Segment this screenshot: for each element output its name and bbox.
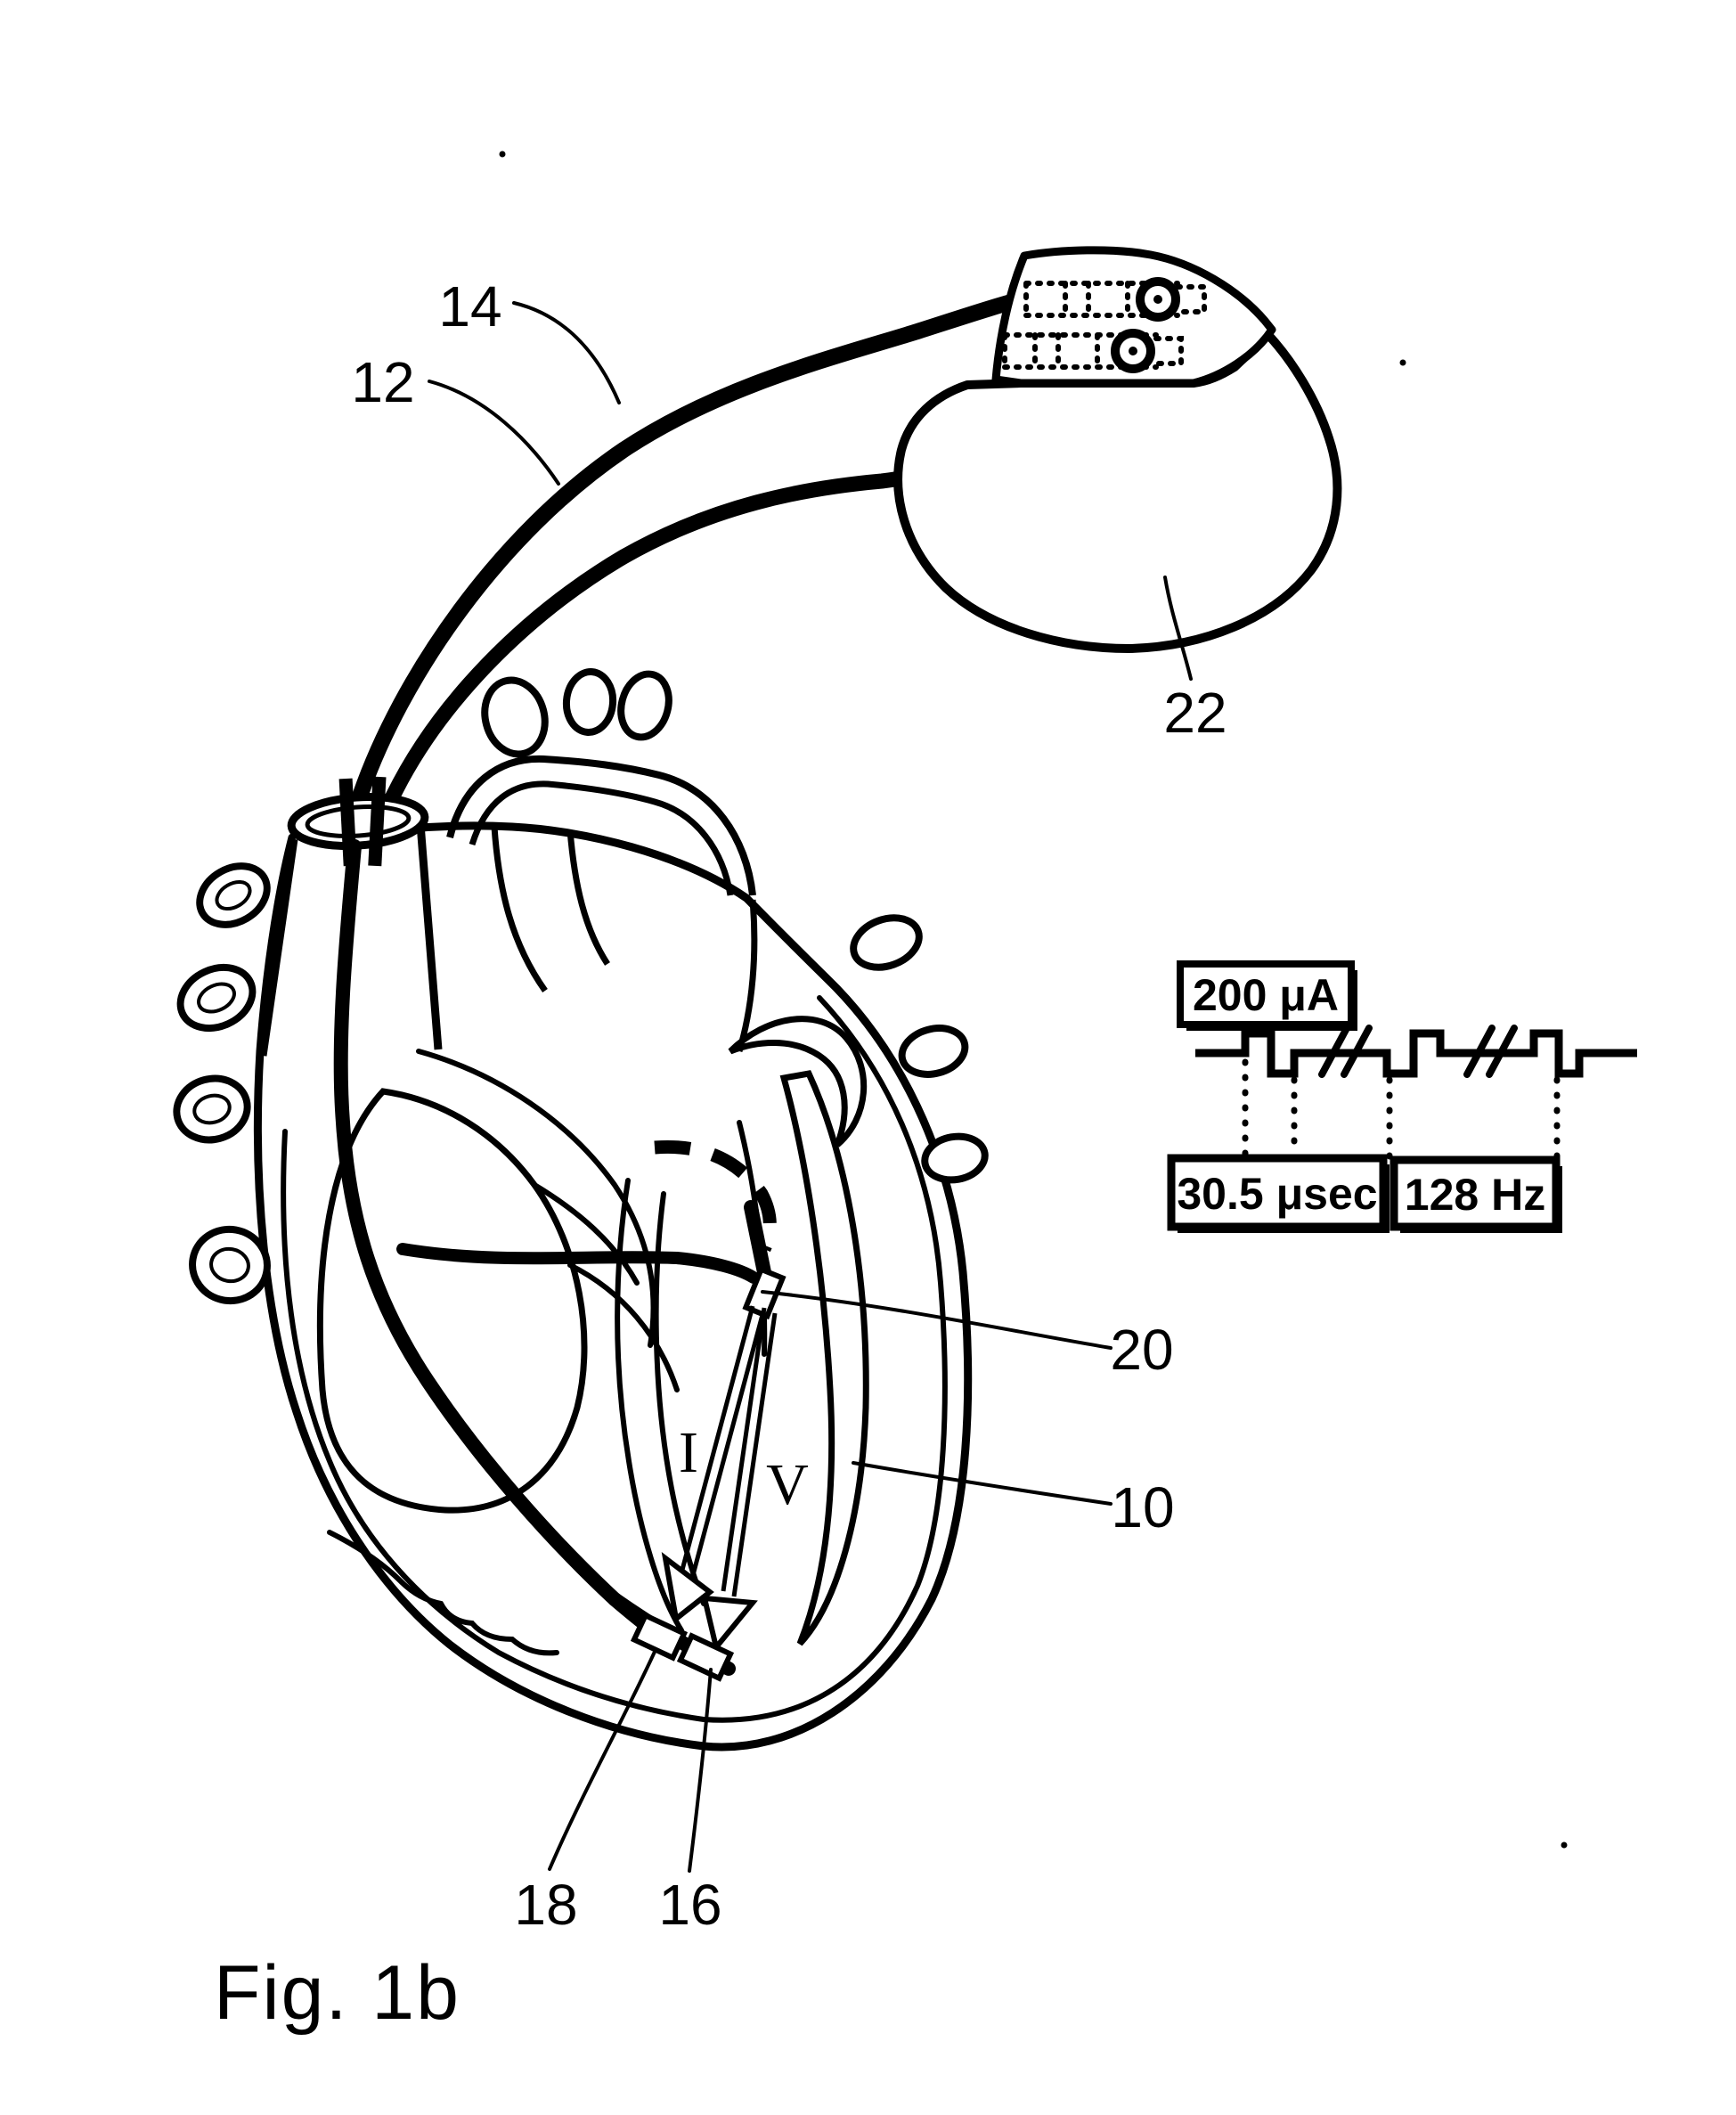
aortic-arch-outer bbox=[446, 755, 756, 896]
lead-in-heart bbox=[333, 839, 656, 1634]
electrode-16-tip bbox=[676, 1632, 735, 1682]
heart: I V bbox=[173, 668, 989, 1752]
arch-branch-2 bbox=[562, 668, 617, 736]
ventricle-leaf bbox=[779, 1070, 869, 1646]
leader-lines bbox=[428, 301, 1193, 1873]
right-pulmonary-veins bbox=[850, 914, 989, 1184]
aortic-arch-inner bbox=[469, 780, 734, 896]
valve-line-2 bbox=[532, 1182, 640, 1286]
leader-14 bbox=[512, 301, 621, 404]
leader-12 bbox=[428, 380, 560, 486]
leader-18 bbox=[548, 1650, 656, 1871]
great-vessels bbox=[446, 668, 758, 1053]
appendage-curl bbox=[728, 1016, 868, 1147]
pacemaker-device bbox=[893, 246, 1342, 653]
frequency-label: 128 Hz bbox=[1405, 1170, 1545, 1220]
lead-branch-20 bbox=[396, 1243, 760, 1284]
pulmonary-trunk-line-1 bbox=[491, 826, 548, 993]
lead-14-body bbox=[352, 290, 1036, 804]
inner-wall-contour bbox=[281, 995, 948, 1723]
septal-leaf-2 bbox=[653, 1191, 706, 1606]
pacemaker-can bbox=[893, 331, 1342, 653]
label-14: 14 bbox=[438, 274, 501, 339]
dashed-arc bbox=[654, 1139, 777, 1253]
heart-interior-lines bbox=[281, 995, 948, 1723]
reference-numerals: 14 12 22 20 10 18 16 bbox=[351, 274, 1227, 1937]
lead-bar-right bbox=[368, 776, 387, 867]
label-18: 18 bbox=[514, 1873, 577, 1937]
connector-channel-lower bbox=[1002, 332, 1184, 370]
valve-line-1 bbox=[567, 1262, 680, 1392]
label-10: 10 bbox=[1111, 1475, 1174, 1539]
atrial-boundary bbox=[416, 1049, 656, 1348]
leader-16 bbox=[688, 1668, 713, 1873]
leader-22 bbox=[1163, 576, 1193, 681]
arrow-1-shaft bbox=[680, 1305, 766, 1576]
label-12: 12 bbox=[351, 350, 414, 414]
stray-ink-dots bbox=[499, 151, 1568, 1849]
axis-break-marks bbox=[1318, 1025, 1518, 1078]
pulse-width-box: 30.5 μsec bbox=[1167, 1154, 1390, 1233]
label-16: 16 bbox=[658, 1873, 721, 1937]
measurement-dotted-lines bbox=[1242, 1058, 1561, 1160]
arch-branch-3 bbox=[617, 670, 672, 741]
pulmonary-trunk-line-2 bbox=[566, 829, 610, 966]
leader-20 bbox=[761, 1290, 1113, 1350]
pulse-width-label: 30.5 μsec bbox=[1177, 1169, 1377, 1219]
frequency-box: 128 Hz bbox=[1390, 1155, 1562, 1233]
arrow-2-shaft bbox=[721, 1307, 778, 1597]
svc-rim-inner bbox=[305, 804, 412, 838]
amplitude-box: 200 μA bbox=[1177, 960, 1357, 1031]
amplitude-label: 200 μA bbox=[1193, 970, 1339, 1020]
arrow-2-head bbox=[701, 1595, 758, 1654]
trabeculae-zigzag bbox=[327, 1530, 559, 1656]
apex-electrode-assembly bbox=[630, 1612, 735, 1682]
pulse-train bbox=[1195, 1029, 1637, 1078]
arch-branch-1 bbox=[481, 676, 549, 758]
waveform-inset: 200 μA 30.5 μsec 128 Hz bbox=[1167, 960, 1637, 1233]
setscrew-upper bbox=[1136, 277, 1180, 322]
arch-descent-line bbox=[736, 899, 758, 1053]
label-22: 22 bbox=[1163, 681, 1227, 745]
setscrew-lower bbox=[1111, 329, 1155, 373]
label-20: 20 bbox=[1110, 1318, 1173, 1382]
ventricle-letter: V bbox=[766, 1452, 809, 1517]
arrow-1-head bbox=[661, 1551, 714, 1624]
atrium-letter: I bbox=[679, 1420, 698, 1485]
left-pulmonary-veins bbox=[173, 862, 271, 1305]
stimulation-arrows bbox=[661, 1305, 778, 1654]
figure-caption: Fig. 1b bbox=[214, 1950, 460, 2036]
leader-10 bbox=[852, 1461, 1113, 1506]
electrode-18-ring bbox=[630, 1612, 689, 1662]
connector-channel-upper bbox=[1023, 281, 1207, 318]
